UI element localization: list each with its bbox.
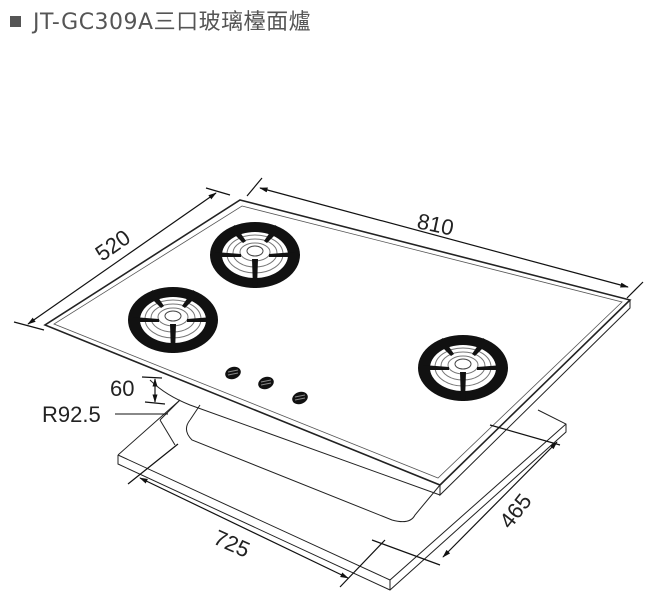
control-knob-2 bbox=[255, 374, 277, 392]
control-knob-3 bbox=[289, 389, 311, 407]
dimension-cutout-width-label: 725 bbox=[210, 525, 254, 563]
burner-right bbox=[417, 334, 509, 402]
dimension-drop-label: 60 bbox=[110, 376, 134, 401]
burner-rear-left bbox=[209, 221, 301, 289]
dimension-cutout-depth-label: 465 bbox=[494, 489, 536, 533]
square-bullet-icon bbox=[10, 15, 21, 27]
dimension-depth-label: 520 bbox=[91, 225, 135, 267]
dimension-drop bbox=[141, 376, 166, 405]
dimension-width bbox=[246, 177, 644, 299]
dimension-depth bbox=[13, 187, 231, 331]
dimension-width-label: 810 bbox=[415, 208, 456, 240]
product-title: JT-GC309A三口玻璃檯面爐 bbox=[10, 4, 311, 36]
product-title-text: JT-GC309A三口玻璃檯面爐 bbox=[33, 10, 312, 35]
dimension-cutout-width bbox=[127, 443, 386, 588]
control-knob-1 bbox=[222, 364, 244, 382]
dimension-cutout-depth bbox=[371, 424, 561, 566]
burner-front-left bbox=[127, 286, 219, 354]
radius-label: R92.5 bbox=[42, 402, 101, 427]
